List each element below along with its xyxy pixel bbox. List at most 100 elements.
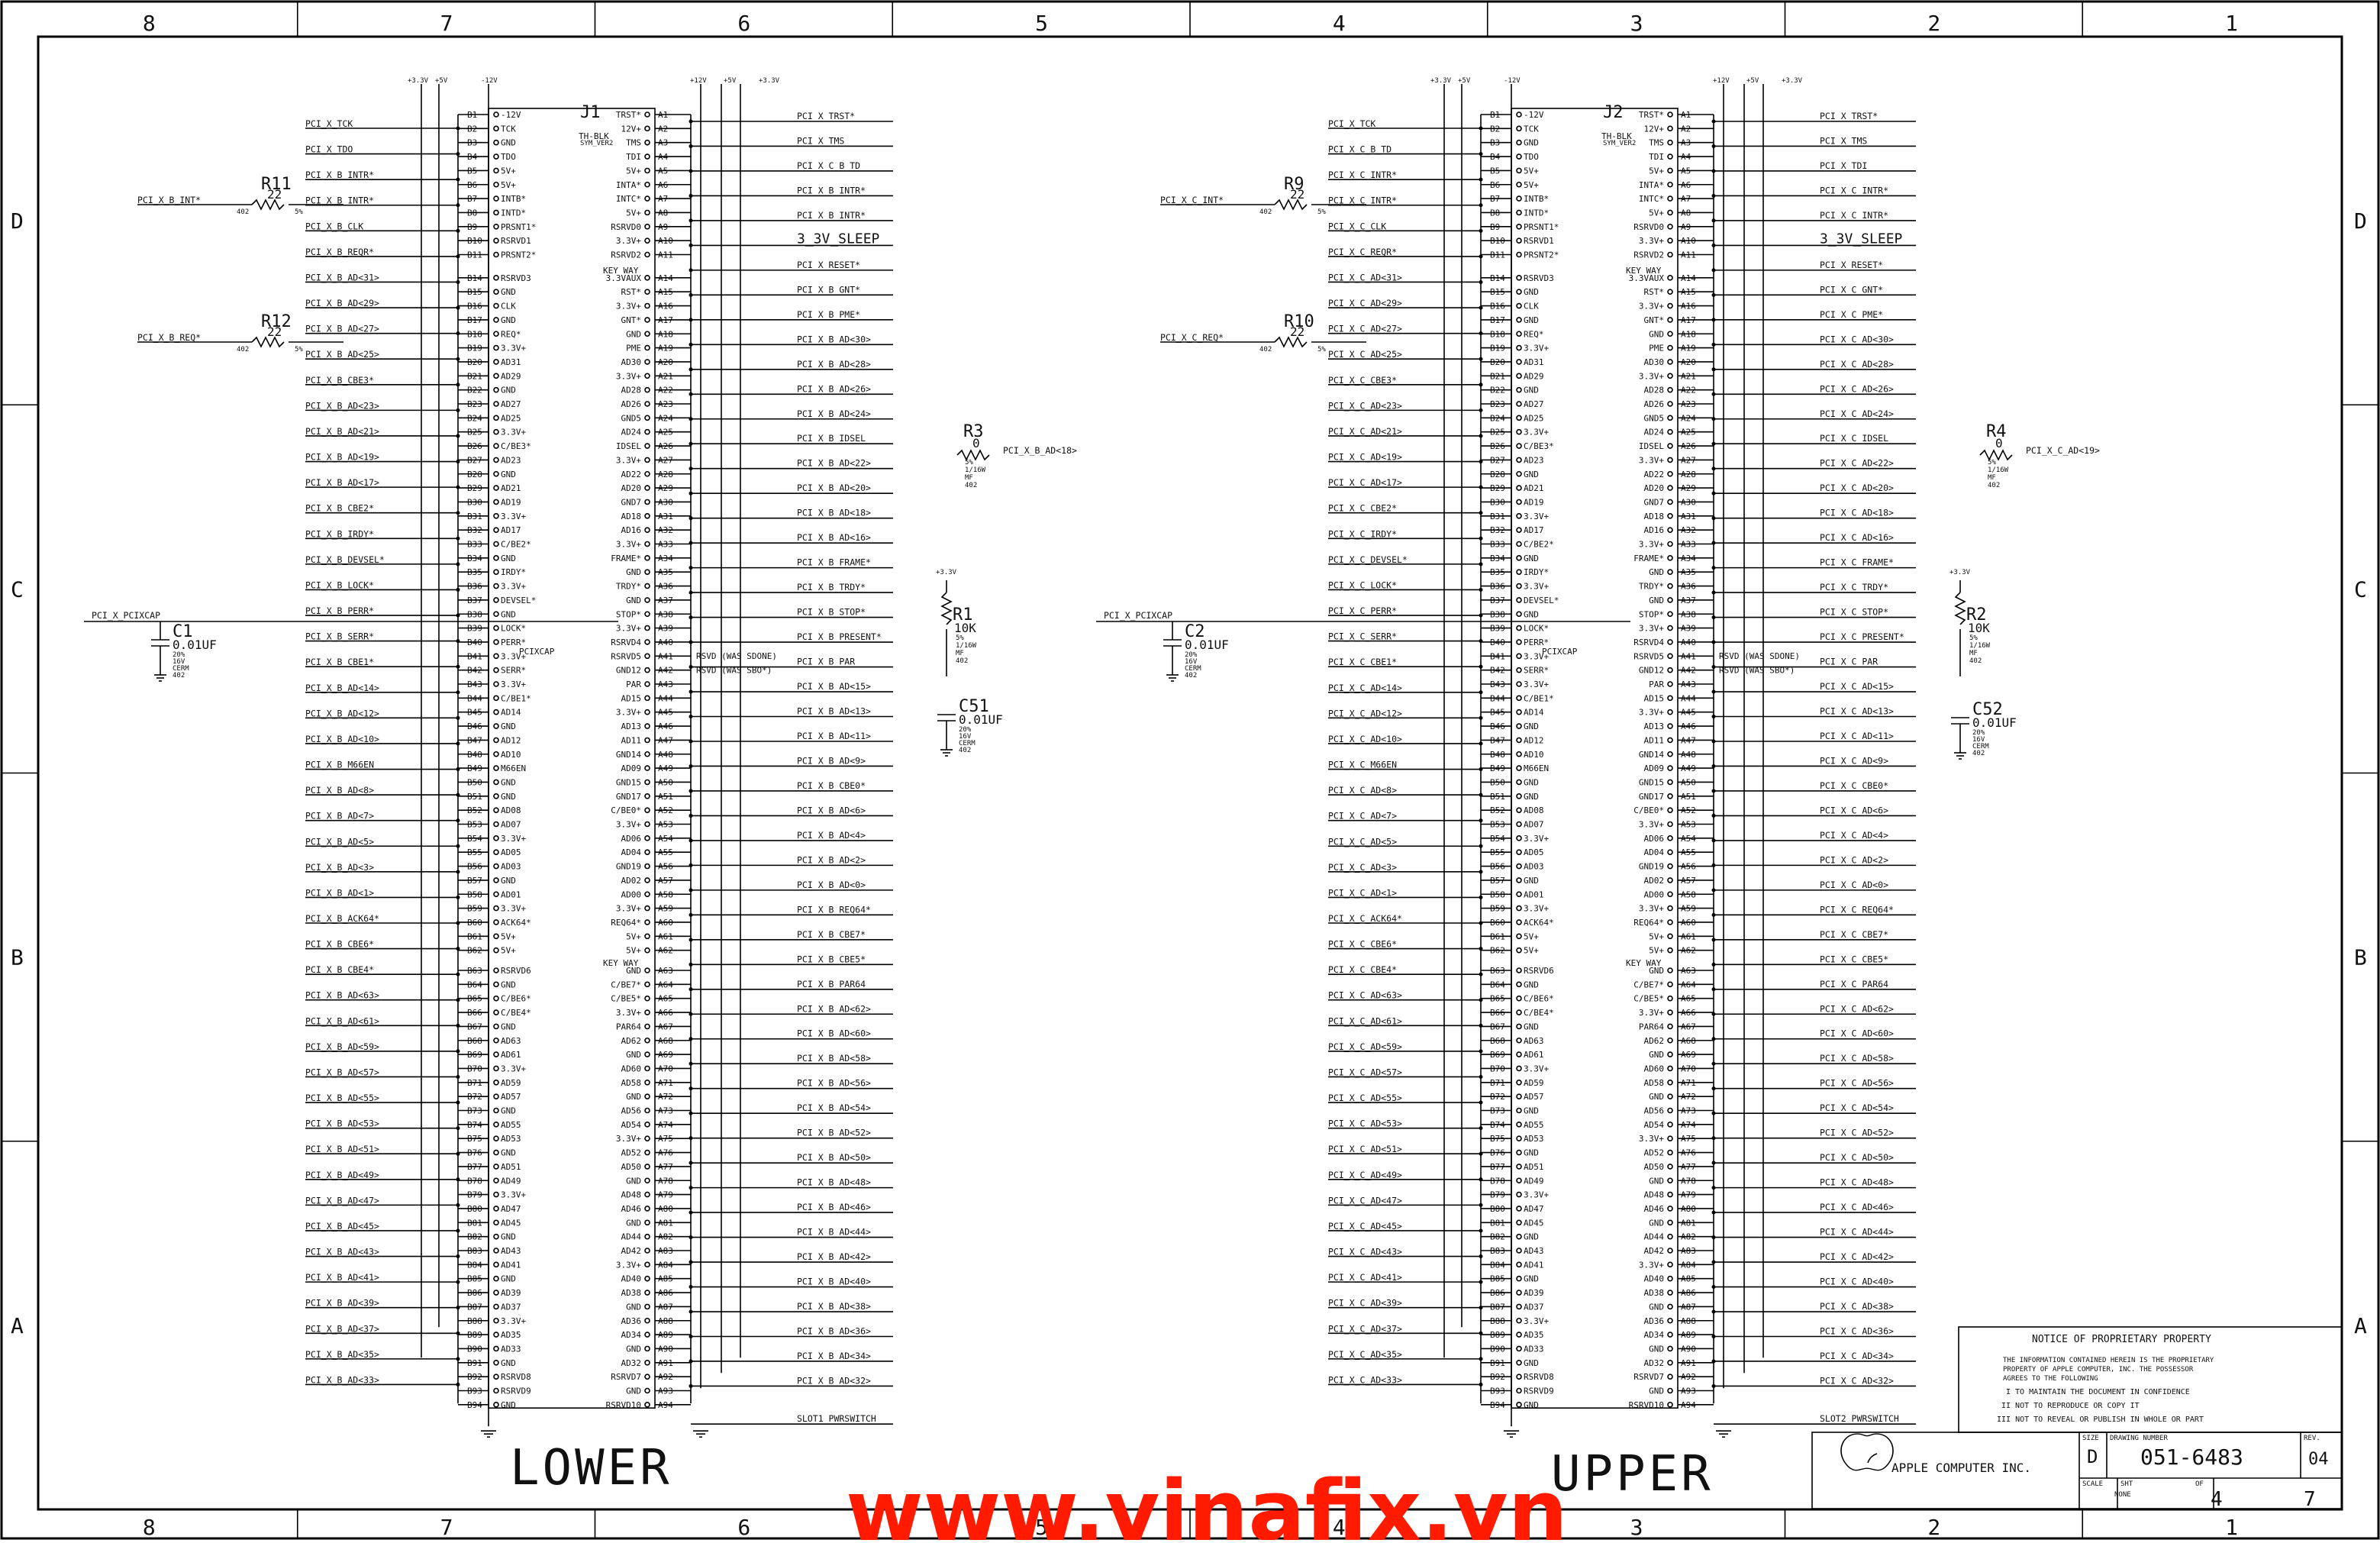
pin-name-a: RSRVD5 — [1633, 651, 1664, 661]
pin-name-b: PRSNT2* — [501, 250, 536, 260]
pin-name-b: 5V+ — [1524, 931, 1539, 941]
pin-name-a: AD22 — [621, 470, 642, 479]
pin-name-a: REQ64* — [1633, 918, 1664, 928]
pin-name-a: INTC* — [1639, 194, 1664, 204]
pin-name-a: PAR64 — [1639, 1022, 1664, 1031]
net-label-right: PCI_X_B_PME* — [797, 309, 860, 320]
pin-name-a: TRST* — [1639, 110, 1664, 120]
pin-name-a: RSRVD4 — [611, 638, 641, 647]
pin-name-b: GND — [501, 1274, 516, 1284]
pin-name-a: C/BE5* — [1633, 994, 1664, 1004]
net-label-right: 3_3V_SLEEP — [1820, 231, 1903, 247]
power-rail-label: -12V — [481, 77, 498, 85]
net-label-right: PCI_X_C_AD<30> — [1820, 334, 1894, 344]
net-label-right: PCI_X_C_AD<38> — [1820, 1301, 1894, 1312]
pin-name-a: GND — [626, 1092, 641, 1102]
pin-name-a: GNT* — [1644, 315, 1665, 325]
pin-name-b: AD03 — [1524, 862, 1544, 872]
pin-name-a: AD13 — [621, 721, 642, 731]
pin-name-b: GND — [501, 1358, 516, 1368]
pin-name-b: M66EN — [501, 763, 526, 773]
net-label-left: PCI_X_B_CBE2* — [305, 503, 374, 514]
pin-name-a: RSRVD10 — [606, 1400, 641, 1410]
net-label-right: PCI_X_C_AD<0> — [1820, 880, 1888, 890]
spec: 402 — [1185, 672, 1197, 680]
pin-name-b: -12V — [501, 110, 521, 120]
drawing-number: 051-6483 — [2140, 1445, 2243, 1470]
net-label-right: PCI_X_RESET* — [1820, 260, 1883, 270]
net-label-right: PCI_X_C_AD<42> — [1820, 1251, 1894, 1262]
spec: 402 — [959, 747, 971, 754]
title-block-frame — [1811, 1432, 2343, 1509]
net-label-right: PCI_X_C_AD<54> — [1820, 1102, 1894, 1113]
net-label-right: PCI_X_B_AD<60> — [797, 1028, 871, 1039]
net-label-left: PCI_X_B_AD<3> — [305, 862, 374, 873]
spec: 402 — [1972, 750, 1985, 757]
pin-name-b: GND — [501, 721, 516, 731]
net-label-left: PCI_X_B_AD<53> — [305, 1119, 379, 1129]
net-label-right: PCI_X_C_AD<48> — [1820, 1177, 1894, 1188]
power-rail: +3.3V — [1949, 569, 1971, 576]
net-label-left: PCI_X_C_AD<31> — [1328, 272, 1402, 282]
spec: CERM — [1972, 743, 1989, 751]
pin-name-a: AD56 — [1644, 1106, 1665, 1116]
pin-name-b: SERR* — [501, 666, 526, 676]
pin-name-a: INTC* — [616, 194, 641, 204]
pin-name-b: RSRVD6 — [501, 966, 531, 976]
pin-name-a: AD15 — [621, 693, 642, 703]
pin-name-a: 5V+ — [626, 208, 641, 218]
net-label-left: PCI_X_B_AD<35> — [305, 1349, 379, 1360]
pin-name-a: 3.3V+ — [1639, 1134, 1664, 1144]
size-value: D — [2087, 1446, 2098, 1467]
net-label-right: PCI_X_B_PRESENT* — [797, 631, 882, 642]
net-label-right: PCI_X_C_AD<4> — [1820, 830, 1888, 841]
value: 10K — [1968, 621, 1990, 635]
net-label-right: PCI_X_RESET* — [797, 260, 860, 270]
zone-row-right-B: B — [2354, 945, 2367, 970]
pin-name-b: AD27 — [501, 399, 521, 409]
net-label-right: PCI_X_C_PAR — [1820, 657, 1878, 667]
net-label-right: PCI_X_C_REQ64* — [1820, 904, 1894, 915]
pin-name-b: GND — [1524, 1232, 1539, 1242]
net-label-right: PCI_X_C_AD<36> — [1820, 1325, 1894, 1336]
net-label-right: PCI_X_C_AD<13> — [1820, 706, 1894, 717]
connector-j2: J2TH-BLKSYM_VER2+3.3V+5V-12V+12V+5V+3.3V… — [1328, 77, 1916, 1438]
net-label-right: PCI_X_B_AD<32> — [797, 1375, 871, 1386]
connector-subtitle: TH-BLK — [1601, 131, 1632, 141]
net-label: PCI_X_C_INT* — [1160, 195, 1224, 205]
pin-name-a: GND15 — [616, 777, 641, 787]
connector-subtitle: TH-BLK — [579, 131, 609, 141]
pin-name-b: AD08 — [501, 805, 521, 815]
net-label-left: PCI_X_B_AD<17> — [305, 477, 379, 488]
pin-name-b: AD53 — [501, 1134, 521, 1144]
pin-name-b: AD03 — [501, 862, 521, 872]
net-label-left: PCI_X_B_AD<1> — [305, 887, 374, 898]
sheet-label: SHT — [2120, 1480, 2133, 1488]
pcixcap-label: PCIXCAP — [519, 647, 555, 657]
pin-name-b: AD63 — [501, 1036, 521, 1046]
package: 402 — [237, 208, 249, 216]
pin-name-b: 3.3V+ — [1524, 834, 1549, 844]
pin-name-b: RSRVD1 — [501, 236, 531, 246]
pin-name-a: GND — [626, 567, 641, 577]
pin-name-b: AD57 — [501, 1092, 521, 1102]
net-label-right: PCI_X_C_AD<52> — [1820, 1128, 1894, 1138]
resistor-icon — [1954, 592, 1966, 625]
pin-name-b: AD17 — [501, 525, 521, 535]
zone-col-top-6: 6 — [737, 11, 750, 36]
pin-name-a: AD24 — [1644, 428, 1665, 437]
power-rail-label: +3.3V — [408, 77, 429, 85]
net-label-left: PCI_X_C_AD<29> — [1328, 298, 1402, 308]
zone-col-bottom-4: 4 — [1333, 1515, 1346, 1540]
pin-name-a: AD36 — [1644, 1316, 1665, 1326]
value: 22 — [267, 324, 282, 339]
pin-name-a: GND — [1649, 966, 1664, 976]
pin-name-b: AD51 — [1524, 1162, 1544, 1172]
value: 10K — [954, 621, 976, 635]
pin-name-a: RST* — [621, 287, 642, 297]
pin-name-b: GND — [1524, 792, 1539, 802]
pin-name-a: GND — [1649, 1176, 1664, 1186]
